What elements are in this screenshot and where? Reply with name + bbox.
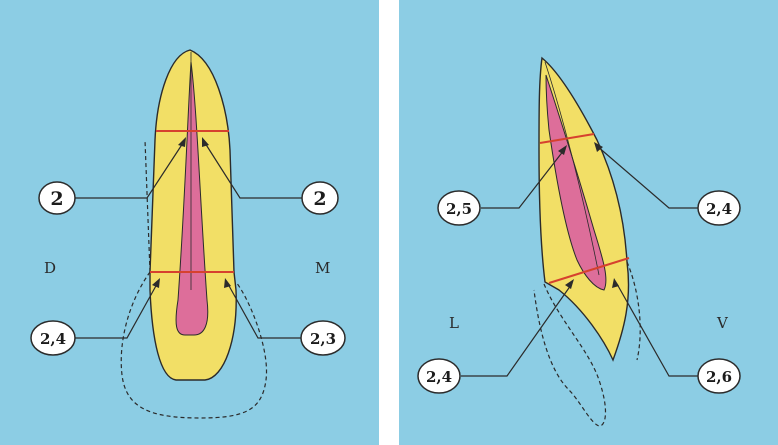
left-value-upper-left: 2 [50,188,63,210]
right-bubble-lower-left: 2,4 [418,359,460,393]
left-bubble-upper-left: 2 [39,182,75,214]
right-bubble-upper-left: 2,5 [438,191,480,225]
left-value-upper-right: 2 [313,188,326,210]
left-side-label-m: M [315,259,330,277]
left-diagram: D M 2 2 2,4 2,3 [0,0,379,445]
left-side-label-d: D [44,259,56,277]
right-value-lower-right: 2,6 [706,368,732,386]
right-bubble-upper-right: 2,4 [698,191,740,225]
right-side-label-v: V [716,314,729,332]
left-value-lower-right: 2,3 [310,330,336,348]
right-bubble-lower-right: 2,6 [698,359,740,393]
left-value-lower-left: 2,4 [40,330,66,348]
right-side-label-l: L [449,314,459,332]
left-bubble-upper-right: 2 [302,182,338,214]
left-panel: D M 2 2 2,4 2,3 [0,0,379,445]
right-diagram: L V 2,5 2,4 2,4 2,6 [399,0,778,445]
right-panel: L V 2,5 2,4 2,4 2,6 [399,0,778,445]
right-value-lower-left: 2,4 [426,368,452,386]
left-bubble-lower-right: 2,3 [301,321,345,355]
right-value-upper-left: 2,5 [446,200,472,218]
left-bubble-lower-left: 2,4 [31,321,75,355]
right-value-upper-right: 2,4 [706,200,732,218]
